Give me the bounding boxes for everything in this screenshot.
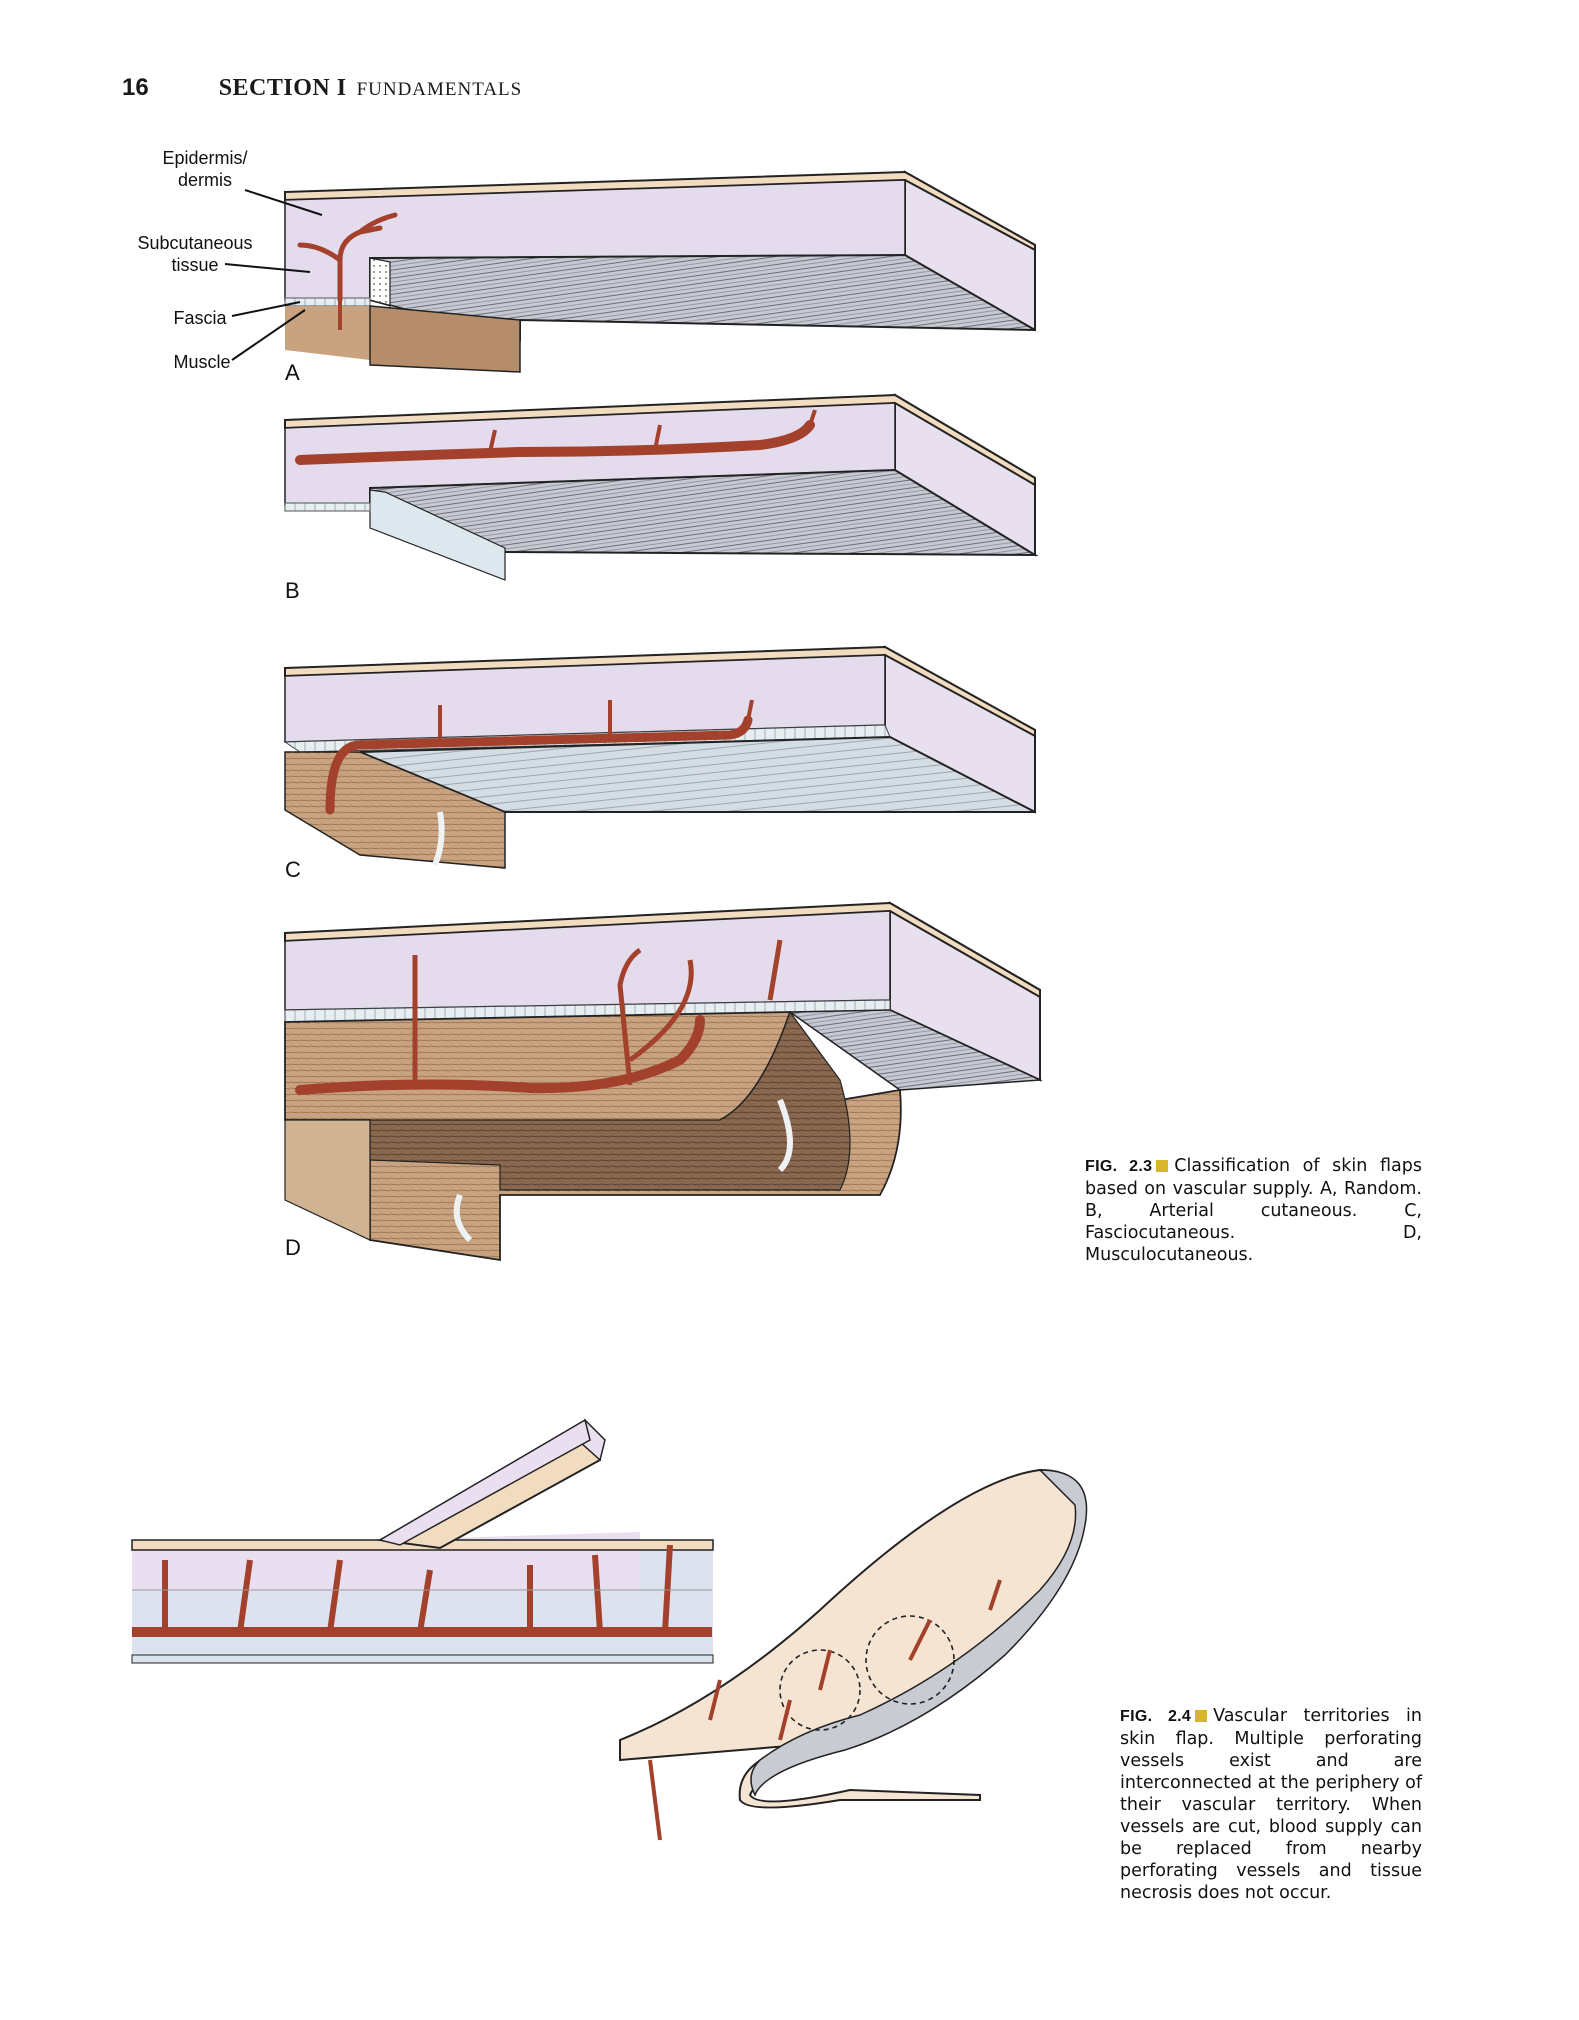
fig-2-3-number: FIG. 2.3 bbox=[1085, 1158, 1153, 1175]
fig-2-3-caption-text: Classification of skin flaps based on va… bbox=[1085, 1156, 1422, 1265]
label-fascia: Fascia bbox=[173, 308, 227, 328]
fig-2-4-territories-drawing bbox=[619, 1468, 1088, 1841]
caption-square-icon bbox=[1195, 1710, 1208, 1722]
panel-c-drawing bbox=[283, 645, 1036, 869]
page-number: 16 bbox=[122, 74, 149, 101]
section-label: SECTION I bbox=[218, 75, 347, 101]
fig-2-4-number: FIG. 2.4 bbox=[1120, 1708, 1192, 1725]
panel-d-drawing bbox=[284, 901, 1043, 1262]
caption-square-icon bbox=[1156, 1160, 1169, 1172]
panel-letter-d: D bbox=[285, 1235, 301, 1260]
panel-b-drawing bbox=[284, 393, 1039, 581]
label-subcutaneous-tissue: Subcutaneous tissue bbox=[137, 233, 253, 275]
panel-letter-b: B bbox=[285, 578, 300, 603]
panel-letter-c: C bbox=[285, 857, 301, 882]
panel-a-drawing bbox=[224, 170, 1036, 373]
section-title: Fundamentals bbox=[356, 79, 523, 100]
label-muscle: Muscle bbox=[173, 352, 231, 372]
panel-letter-a: A bbox=[285, 360, 300, 385]
fig-2-4-caption-text: Vascular territories in skin flap. Multi… bbox=[1120, 1706, 1422, 1903]
label-epidermis-dermis: Epidermis/ dermis bbox=[162, 148, 248, 190]
page-header: 16 SECTION I Fundamentals bbox=[122, 74, 522, 114]
fig-2-4-flap-drawing bbox=[131, 1418, 714, 1664]
